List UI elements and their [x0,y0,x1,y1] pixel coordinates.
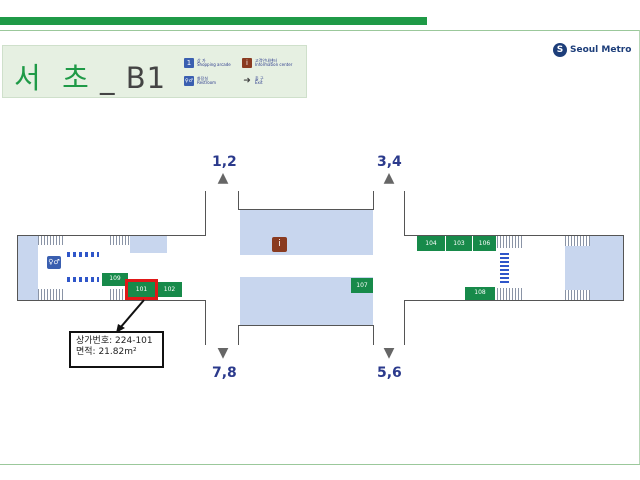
lower-left-wall [17,300,206,301]
lower-center-zone [240,277,373,325]
station-level: _ B1 [100,61,167,95]
exit-78-right-wall [238,325,239,345]
exit-arrow-up-icon: ▲ [217,170,229,186]
lower-right-wall [404,300,624,301]
callout-shop-number: 상가번호: 224-101 [76,336,153,346]
exit-34-right-wall [404,191,405,235]
stairs-left-inner-bottom [110,289,125,300]
exit-label-1-2: 1,2 [212,154,237,170]
stairs-left-inner-top [110,236,130,245]
shop-101[interactable]: 101 [128,282,155,297]
restroom-icon: ♀♂ [184,76,194,86]
exit-56-right-wall [404,300,405,345]
restroom-icon: ♀♂ [47,256,61,269]
title-panel [2,45,307,98]
station-title: 서 초 _ B1 [14,55,166,97]
stairs-left-top [38,236,65,245]
shopping-arcade-icon: 1 [184,58,194,68]
exit-arrow-up-icon: ▲ [383,170,395,186]
exit-78-left-wall [205,300,206,345]
page-bottom-rule [0,464,640,465]
exit-34-left-wall [373,191,374,209]
exit-12-left-wall [205,191,206,235]
exit-arrow-icon: ➜ [243,76,251,86]
header-green-bar [0,17,427,25]
shop-103[interactable]: 103 [446,236,472,251]
upper-left-wall [17,235,206,236]
upper-center-zone [240,210,373,255]
exit-label-5-6: 5,6 [377,365,402,381]
exit-12-right-wall [238,191,239,209]
shop-109[interactable]: 109 [102,273,128,286]
station-name: 서 초 [14,61,90,95]
fare-gate-left-lower [67,277,99,282]
exit-arrow-down-icon: ▼ [217,345,229,361]
callout-pointer [116,299,145,333]
exit-arrow-down-icon: ▼ [383,345,395,361]
fare-gate-left-upper [67,252,99,257]
stairs-right-inner-bottom [497,288,522,300]
information-center-icon: i [272,237,287,252]
shop-108[interactable]: 108 [465,287,495,300]
shop-106[interactable]: 106 [473,236,496,251]
information-center-icon: i [242,58,252,68]
stairs-right-top [565,236,590,246]
exit-56-left-wall [373,325,374,345]
left-end-wall [17,235,18,301]
shop-107[interactable]: 107 [351,278,373,293]
stairs-right-inner-top [497,236,522,248]
upper-center-wall [238,209,374,210]
shop-104[interactable]: 104 [417,236,445,251]
shop-info-callout: 상가번호: 224-101 면적: 21.82m² [69,331,164,368]
right-end-zone [565,236,623,300]
callout-area: 면적: 21.82m² [76,347,137,357]
shop-102[interactable]: 102 [157,282,182,297]
selected-shop-highlight [125,279,158,300]
right-end-wall [623,235,624,301]
left-upper-zone [130,236,167,253]
lower-center-wall [238,325,374,326]
left-end-zone [18,236,38,300]
exit-label-3-4: 3,4 [377,154,402,170]
exit-label-7-8: 7,8 [212,365,237,381]
fare-gate-right [500,253,509,283]
seoul-metro-logo-text: Seoul Metro [570,45,632,55]
upper-right-wall [404,235,624,236]
stairs-left-bottom [38,289,65,300]
seoul-metro-logo-icon: S [553,43,567,57]
stairs-right-bottom [565,290,590,300]
